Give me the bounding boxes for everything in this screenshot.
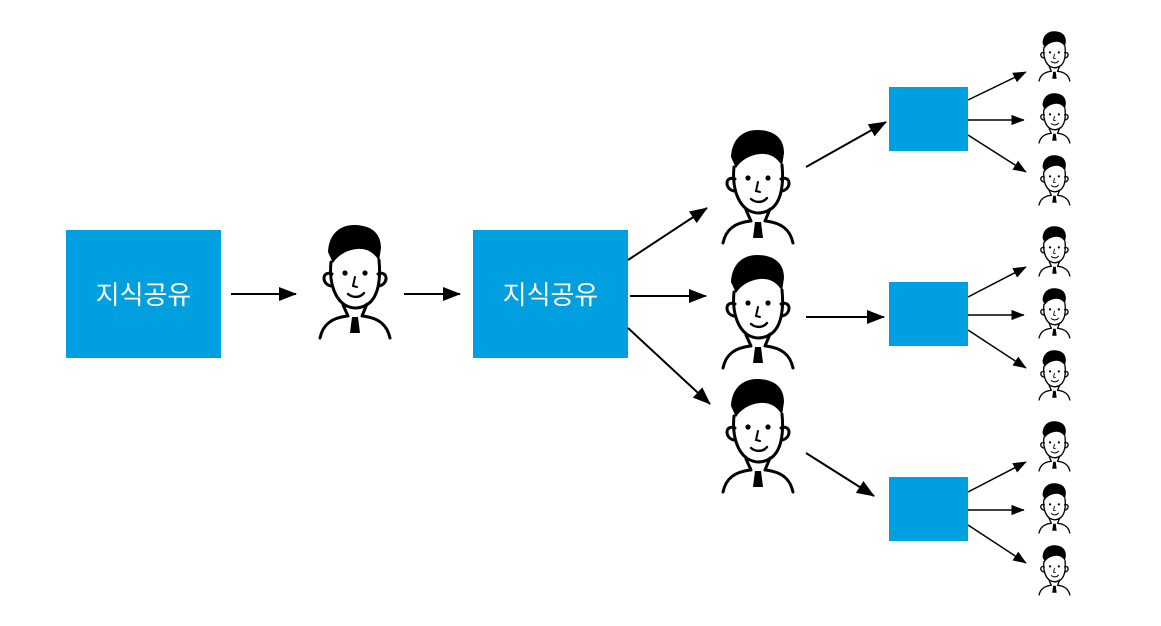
knowledge-share-box-2 [473, 230, 628, 358]
arrow-small-box-bottom-to-person-3 [967, 524, 1027, 564]
knowledge-share-box-1-label: 지식공유 [96, 281, 192, 311]
arrow-small-box-top-to-person-1 [967, 71, 1027, 101]
person-icon-small-3 [1038, 154, 1071, 206]
person-icon-small-1 [1038, 30, 1071, 82]
person-icon-first [318, 223, 392, 340]
arrow-small-box-top-to-person-3 [967, 134, 1027, 173]
person-icon-second-top [721, 128, 795, 245]
arrow-person-bottom-to-small-box-bottom [805, 452, 875, 497]
arrow-small-box-middle-to-person-3 [967, 329, 1027, 369]
knowledge-share-box-1 [66, 230, 221, 358]
person-icon-small-2 [1038, 92, 1071, 144]
person-icon-small-4 [1038, 225, 1071, 277]
arrow-person-top-to-small-box-top [805, 121, 887, 168]
person-icon-small-9 [1038, 544, 1071, 596]
knowledge-share-box-2-label: 지식공유 [503, 281, 599, 311]
arrow-small-box-middle-to-person-1 [967, 266, 1027, 298]
arrow-box2-to-person-bottom [627, 327, 711, 405]
person-icon-small-7 [1038, 420, 1071, 472]
small-box-middle [889, 282, 968, 346]
small-box-bottom [889, 477, 968, 541]
person-icon-second-middle [721, 253, 795, 370]
small-box-top [889, 87, 968, 151]
person-icon-small-8 [1038, 482, 1071, 534]
person-icon-second-bottom [721, 377, 795, 494]
person-icon-small-6 [1038, 349, 1071, 401]
arrow-box2-to-person-top [627, 207, 708, 261]
arrow-small-box-bottom-to-person-1 [967, 461, 1027, 493]
person-icon-small-5 [1038, 287, 1071, 339]
